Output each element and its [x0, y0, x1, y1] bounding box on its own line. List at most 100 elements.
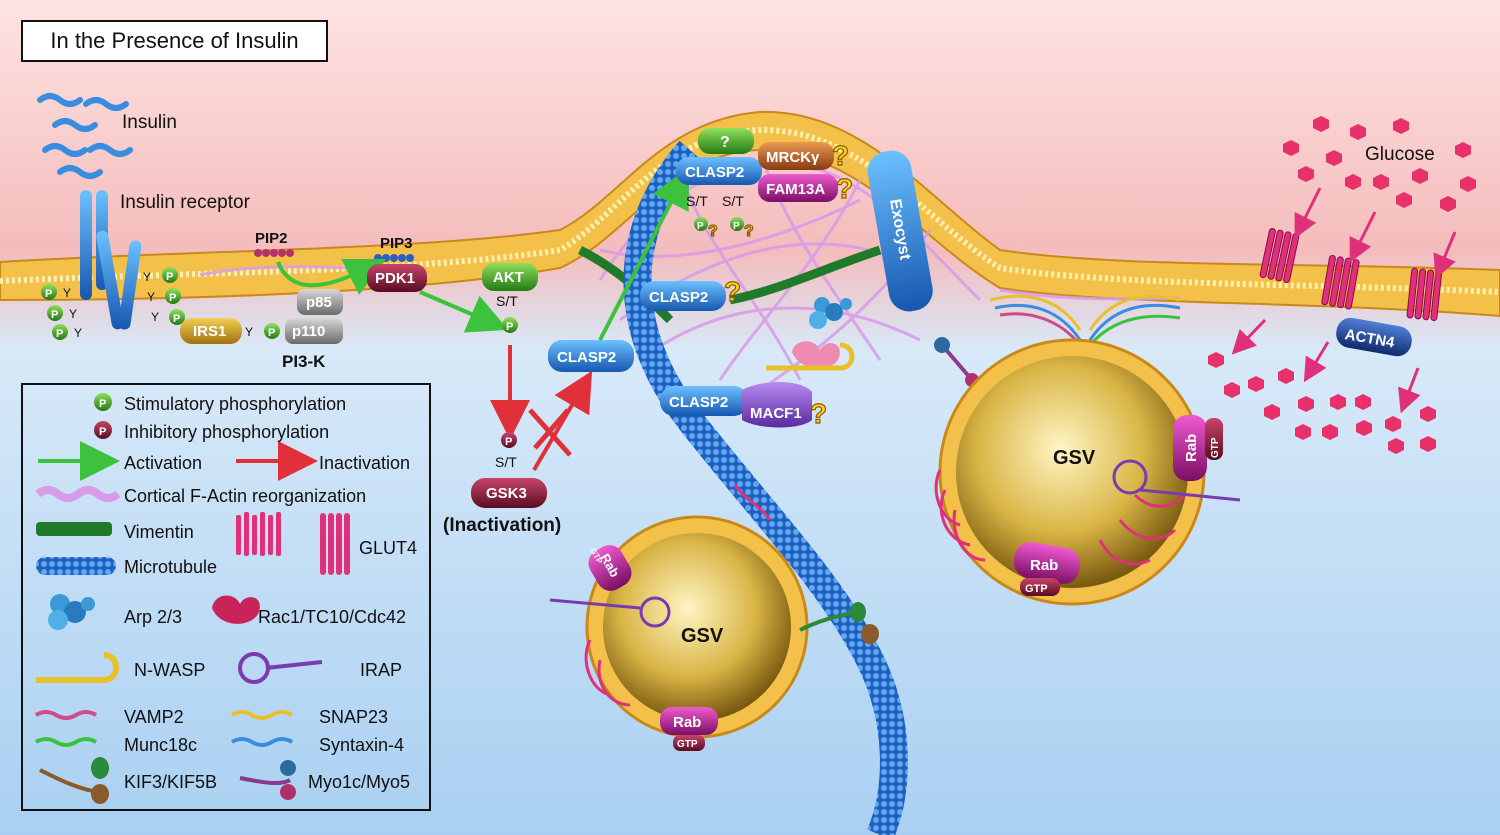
pdk1: PDK1 [367, 264, 427, 292]
svg-text:GTP: GTP [1210, 437, 1221, 458]
svg-text:S/T: S/T [496, 293, 518, 309]
rac1-cortical [792, 341, 840, 369]
actn4: ACTN4 [1336, 317, 1412, 357]
svg-text:P: P [173, 313, 180, 325]
irs1: IRS1 [180, 318, 242, 344]
receptor-phosphotyrosines-left: P Y P Y P Y [41, 284, 82, 340]
snare-complex [989, 294, 1181, 346]
svg-text:S/T: S/T [722, 193, 744, 209]
receptor-phosphotyrosines-right: Y P Y P Y P [143, 267, 185, 325]
svg-text:P: P [268, 327, 275, 339]
exocyst: Exocyst [867, 150, 933, 312]
pi3k: p85 p110 [285, 289, 343, 344]
clasp2-macf1: CLASP2 MACF1 ? [660, 382, 828, 430]
clasp2-to-cortex-arrow [598, 167, 690, 341]
n-wasp-cortical [766, 342, 855, 371]
svg-text:Y: Y [143, 270, 151, 284]
insulin-receptor-label: Insulin receptor [120, 192, 251, 213]
rab-gtp-small-bottom: Rab GTP [660, 707, 718, 751]
svg-text:Rab: Rab [1030, 557, 1058, 574]
svg-text:GTP: GTP [1025, 583, 1048, 595]
rab-gtp-large-bottom: Rab GTP [1013, 542, 1081, 596]
svg-text:MACF1: MACF1 [750, 405, 802, 422]
rab-gtp-small-top: Rab GTP [588, 545, 632, 591]
svg-text:P: P [697, 221, 704, 232]
pdk1-to-akt-arrow [419, 290, 509, 333]
fam13a: FAM13A ? [758, 172, 854, 205]
svg-text:Y: Y [245, 325, 253, 339]
svg-text:CLASP2: CLASP2 [685, 164, 744, 181]
pip2-label: PIP2 [255, 230, 288, 247]
svg-text:P: P [99, 398, 106, 410]
glucose-label: Glucose [1365, 144, 1435, 165]
svg-text:P: P [45, 288, 52, 300]
pip2-to-pip3-arrow [276, 259, 386, 295]
svg-text:CLASP2: CLASP2 [649, 289, 708, 306]
svg-text:Y: Y [151, 310, 159, 324]
svg-text:P: P [733, 221, 740, 232]
clasp2-vimentin: CLASP2 ? [640, 275, 742, 311]
pip2-molecule [254, 249, 294, 257]
blocked-x [528, 408, 572, 457]
insulin-label: Insulin [122, 112, 177, 133]
svg-text:Y: Y [147, 290, 155, 304]
glucose-molecules [1208, 116, 1476, 454]
clasp2-cortical-complex: ? CLASP2 S/T S/T P ? P ? [676, 128, 762, 241]
svg-text:?: ? [708, 223, 718, 240]
legend-symbols: P P [34, 393, 350, 804]
gsk3-to-clasp2-arrow [532, 370, 593, 472]
pip3-label: PIP3 [380, 235, 413, 252]
figure-title: In the Presence of Insulin [21, 20, 328, 62]
kif3-kif5b-motor [799, 602, 879, 644]
svg-text:P: P [99, 426, 106, 438]
svg-text:Y: Y [74, 326, 82, 340]
svg-text:S/T: S/T [495, 454, 517, 470]
svg-text:P: P [51, 309, 58, 321]
svg-text:GSV: GSV [1053, 447, 1096, 469]
myo1c-myo5-cortical [934, 337, 979, 387]
svg-text:?: ? [832, 140, 849, 171]
svg-text:PDK1: PDK1 [375, 270, 415, 287]
svg-text:CLASP2: CLASP2 [669, 394, 728, 411]
pi3k-label: PI3-K [282, 352, 326, 371]
svg-text:AKT: AKT [493, 269, 524, 286]
pip3-molecule [374, 254, 414, 262]
svg-text:GTP: GTP [677, 739, 698, 750]
rab-gtp-large-top: Rab GTP [1173, 415, 1223, 481]
svg-text:P: P [505, 436, 512, 448]
irs1-phosphorylation [264, 323, 280, 339]
svg-text:Y: Y [69, 307, 77, 321]
gsv-small: GSV [549, 484, 809, 739]
gsk3-inactivation-caption: (Inactivation) [443, 515, 561, 536]
arp23-cortical [809, 297, 852, 329]
svg-text:FAM13A: FAM13A [766, 181, 825, 198]
svg-text:GSK3: GSK3 [486, 485, 527, 502]
svg-text:P: P [169, 292, 176, 304]
p110-label: p110 [292, 323, 325, 340]
svg-text:MRCKγ: MRCKγ [766, 149, 820, 166]
insulin-molecules [37, 93, 133, 179]
svg-text:Rab: Rab [1183, 434, 1200, 462]
svg-text:P: P [56, 328, 63, 340]
clasp2-cytosolic: CLASP2 [548, 340, 634, 372]
svg-text:IRS1: IRS1 [193, 323, 226, 340]
akt: AKT S/T P [482, 263, 538, 333]
svg-text:?: ? [744, 223, 754, 240]
p85-label: p85 [306, 294, 332, 311]
svg-text:Rab: Rab [673, 714, 701, 731]
svg-text:?: ? [720, 134, 730, 151]
svg-text:P: P [506, 321, 513, 333]
svg-text:CLASP2: CLASP2 [557, 349, 616, 366]
svg-text:Y: Y [63, 286, 71, 300]
gsv-large: GSV [934, 338, 1241, 606]
insulin-receptor [80, 190, 142, 330]
svg-text:?: ? [810, 398, 827, 429]
mrck-gamma: MRCKγ ? [758, 139, 850, 172]
svg-text:?: ? [724, 276, 741, 307]
glucose-uptake-arrows [1231, 187, 1457, 414]
svg-text:P: P [166, 271, 173, 283]
gsk3: P S/T GSK3 [471, 432, 547, 508]
glut4-transporters [1259, 228, 1443, 322]
svg-text:S/T: S/T [686, 193, 708, 209]
